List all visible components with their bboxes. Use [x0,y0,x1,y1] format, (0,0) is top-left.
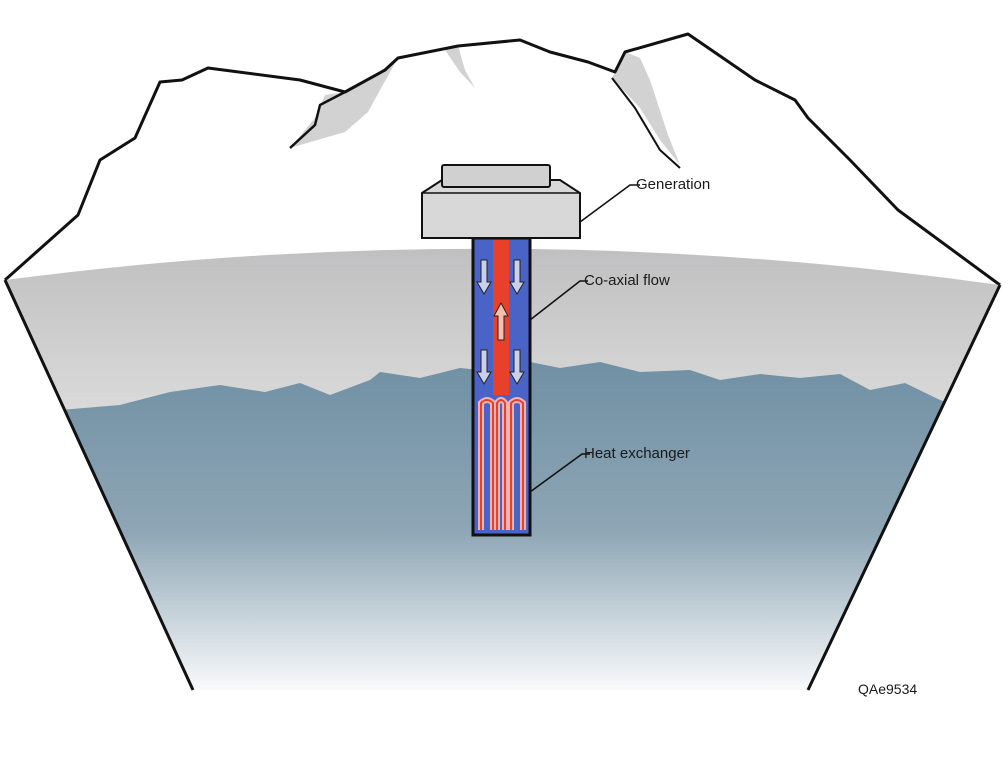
down-arrow-icon [509,349,525,385]
mountain-inner-ridge [289,90,346,149]
ground-outline [3,279,1002,691]
mountain-inner-ridge [611,77,681,169]
mountain-outline [4,32,1001,287]
mountain-shadow [445,46,475,88]
coaxial-leader [529,280,588,321]
up-arrow-icon [493,301,509,341]
heat-exchanger-loops [478,397,526,530]
down-arrow-icon [476,349,492,385]
down-arrow-icon [509,259,525,295]
label-generation: Generation [636,176,710,193]
borehole [471,236,532,537]
exchanger-leader [529,453,590,493]
mountain-shadow [612,52,680,165]
mountain-shadow [290,58,398,148]
label-coaxial-flow: Co-axial flow [584,272,670,289]
figure-id: QAe9534 [858,681,917,697]
leader-lines [529,184,640,493]
generation-unit [421,164,581,239]
label-heat-exchanger: Heat exchanger [584,445,690,462]
generation-leader [579,184,640,223]
mountain [4,32,1001,287]
down-arrow-icon [476,259,492,295]
